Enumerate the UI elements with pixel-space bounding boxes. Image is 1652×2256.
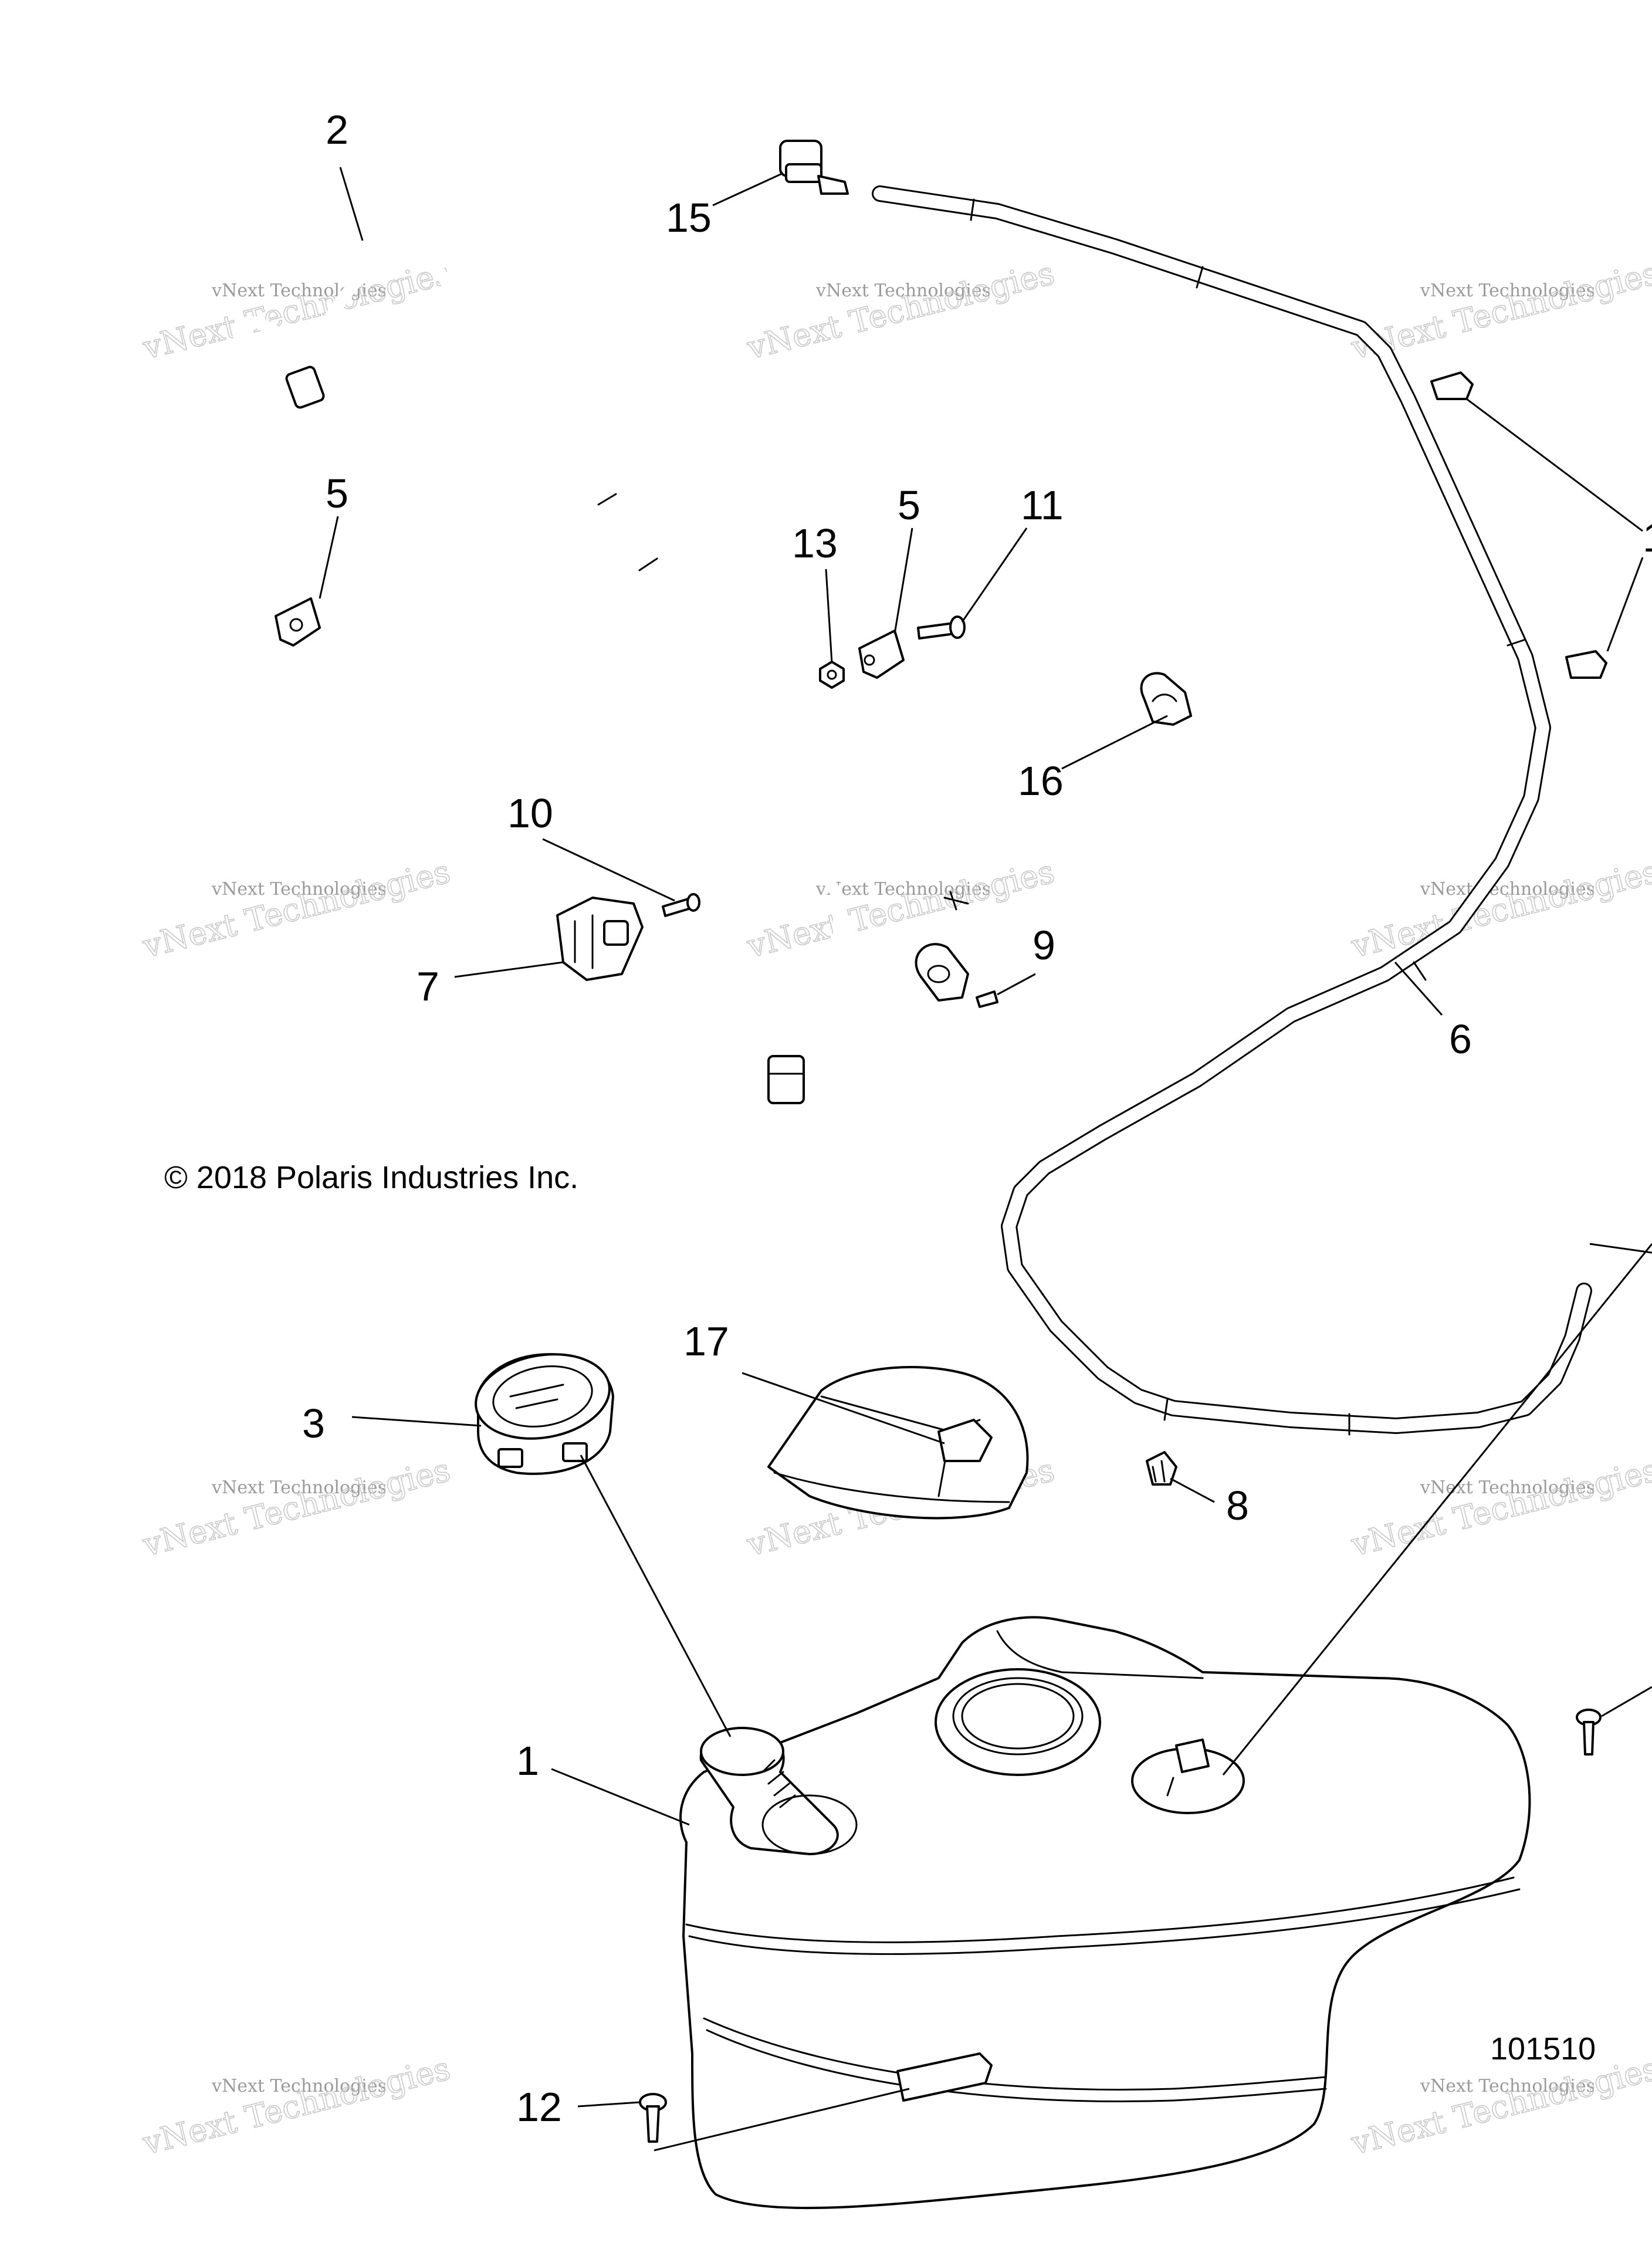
watermark: vNext Technologies vNext Technologies: [138, 254, 454, 367]
copyright-text: © 2018 Polaris Industries Inc.: [164, 1160, 578, 1195]
leader-5b: [893, 527, 913, 634]
clip-part-14-upper: [1430, 371, 1474, 400]
nut-part-13: [819, 661, 845, 689]
screw-right-edge: [1576, 1709, 1602, 1756]
watermark: vNext Technologies vNext Technologies: [1347, 1451, 1652, 1564]
fuel-tank-part-1: [679, 1616, 1531, 2210]
callout-13: 13: [792, 520, 838, 566]
fuel-line-part-6: [872, 185, 1592, 1436]
watermark-text: vNext Technologies: [1420, 280, 1595, 301]
bolt-part-11: [917, 615, 966, 640]
callout-8: 8: [1226, 1483, 1249, 1528]
bolt-part-10: [662, 893, 700, 917]
callout-5-middle: 5: [898, 482, 920, 528]
watermark-text: vNext Technologies: [211, 2076, 387, 2096]
leader-2: [339, 167, 364, 241]
watermark-text: vNext Technologies: [815, 879, 991, 899]
watermark-outline: vNext Technologies: [139, 853, 454, 965]
leader-3: [351, 1416, 482, 1427]
watermark-outline: vNext Technologies: [1348, 255, 1652, 367]
bracket-part-7: [556, 897, 644, 981]
clip-part-5-middle: [858, 630, 905, 679]
vent-line-part-2: [232, 241, 845, 1104]
callout-6: 6: [1449, 1016, 1472, 1062]
watermark-outline: vNext Technologies: [743, 853, 1058, 965]
diagram-number: 101510: [1490, 2031, 1596, 2066]
leader-11: [961, 527, 1028, 623]
leader-valve: [1222, 1243, 1652, 1775]
watermark: vNext Technologies vNext Technologies: [138, 853, 454, 966]
watermark-outline: vNext Technologies: [139, 1452, 454, 1564]
watermark-text: vNext Technologies: [211, 1477, 387, 1498]
leader-9: [997, 973, 1036, 996]
screw-part-12: [639, 2093, 667, 2143]
fuel-cap-part-3: [475, 1353, 614, 1475]
leader-5a: [319, 516, 339, 599]
watermark-outline: vNext Technologies: [1348, 2050, 1652, 2162]
leader-13: [825, 569, 833, 664]
callout-14: 14: [1643, 515, 1652, 560]
clamp-part-4: [915, 891, 969, 1002]
watermark: vNext Technologies vNext Technologies: [138, 2049, 454, 2163]
watermark-text: vNext Technologies: [1420, 2076, 1595, 2096]
leader-8: [1170, 1477, 1215, 1503]
clip-part-5-left: [275, 597, 321, 647]
leader-3-to-neck: [580, 1455, 732, 1737]
leader-12-tank: [654, 2088, 910, 2152]
cover-part-17: [767, 1366, 1029, 1520]
leader-16: [1061, 715, 1168, 770]
leader-10: [542, 838, 675, 902]
clip-part-14-lower: [1565, 650, 1607, 679]
callout-2: 2: [326, 107, 348, 153]
watermark-outline: vNext Technologies: [743, 255, 1058, 367]
leader-14-upper: [1466, 398, 1643, 532]
leader-1: [551, 1768, 690, 1826]
screw-part-9: [976, 990, 998, 1008]
callout-17: 17: [683, 1318, 729, 1364]
watermark-outline: vNext Technologies: [1348, 1452, 1652, 1564]
callout-1: 1: [516, 1738, 539, 1784]
leader-12: [577, 2101, 640, 2108]
clip-part-16: [1140, 672, 1192, 726]
leader-7: [454, 961, 564, 978]
leader-15: [712, 172, 784, 207]
clip-part-8: [1146, 1451, 1177, 1486]
callout-16: 16: [1018, 758, 1064, 804]
watermark-outline: vNext Technologies: [139, 255, 454, 367]
leader-lines: [319, 167, 1652, 2152]
watermark-text: vNext Technologies: [815, 280, 991, 301]
watermark: vNext Technologies vNext Technologies: [138, 1451, 454, 1564]
callout-9: 9: [1032, 922, 1055, 968]
callout-15: 15: [666, 195, 712, 241]
callout-12: 12: [516, 2084, 562, 2130]
callout-labels: 2 15 5 13 5 11 14 16 10 7 9 6 17 3 8 1 1…: [302, 107, 1652, 2130]
watermark-outline: vNext Technologies: [139, 2050, 454, 2162]
watermark: vNext Technologies vNext Technologies: [1347, 254, 1652, 367]
leader-right-screw: [1601, 1686, 1652, 1717]
callout-11: 11: [1021, 482, 1064, 528]
leader-right-top: [1589, 1243, 1652, 1254]
leader-17: [742, 1372, 945, 1445]
watermark-text: vNext Technologies: [1420, 879, 1595, 899]
watermark-text: vNext Technologies: [211, 879, 387, 899]
watermark: vNext Technologies vNext Technologies: [743, 254, 1058, 367]
leader-6: [1394, 962, 1443, 1016]
watermark: vNext Technologies vNext Technologies: [1347, 2049, 1652, 2163]
callout-10: 10: [507, 790, 553, 836]
watermark: vNext Technologies vNext Technologies: [743, 853, 1058, 966]
connector-part-15: [779, 140, 849, 195]
callout-7: 7: [417, 963, 439, 1009]
callout-5-left: 5: [326, 471, 348, 516]
callout-3: 3: [302, 1401, 325, 1446]
leader-14-lower: [1606, 557, 1644, 652]
